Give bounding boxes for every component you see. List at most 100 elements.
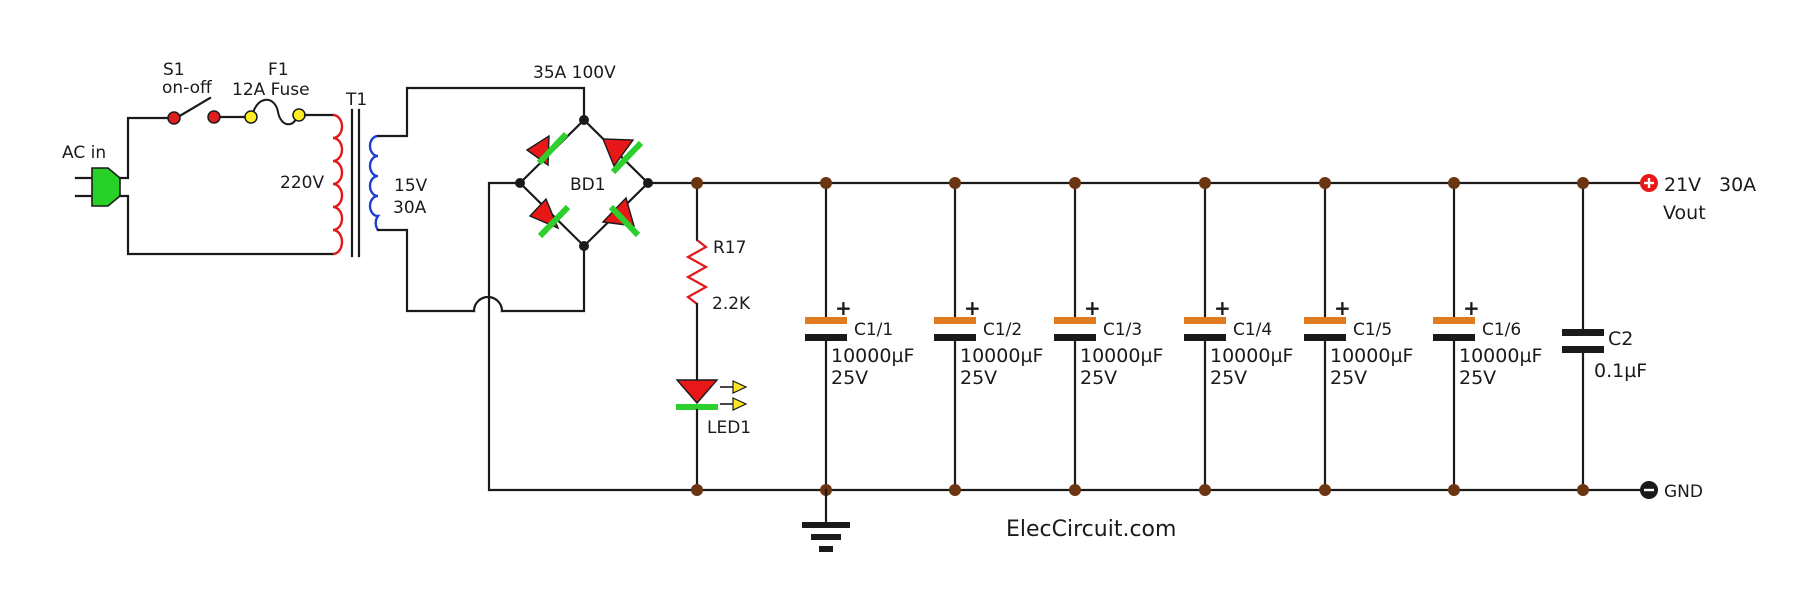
wire-ac-top bbox=[118, 116, 174, 180]
capacitor-name-label: C1/4 bbox=[1233, 320, 1272, 340]
capacitor-c1-3: + C1/3 10000µF 25V bbox=[1054, 181, 1163, 492]
bridge-name-label: BD1 bbox=[570, 175, 606, 195]
capacitor-plate bbox=[1304, 334, 1346, 341]
junction-dot bbox=[579, 115, 589, 125]
junction-dot bbox=[1069, 177, 1081, 189]
polarity-plus-icon: + bbox=[1463, 296, 1480, 320]
junction-dot bbox=[1577, 484, 1589, 496]
capacitor-voltage-label: 25V bbox=[1080, 367, 1117, 389]
capacitor-value-label: 10000µF bbox=[1330, 345, 1413, 367]
capacitor-voltage-label: 25V bbox=[1459, 367, 1496, 389]
capacitor-plate bbox=[805, 334, 847, 341]
polarity-plus-icon: + bbox=[1084, 296, 1101, 320]
led-icon bbox=[675, 379, 719, 410]
junction-dot bbox=[820, 177, 832, 189]
ac-plug-icon bbox=[74, 167, 121, 207]
capacitor-value-label: 10000µF bbox=[1080, 345, 1163, 367]
output-voltage-label: 21V bbox=[1664, 174, 1701, 196]
led-indicator-branch: R17 2.2K LED1 bbox=[675, 181, 751, 492]
transformer-name-label: T1 bbox=[345, 90, 367, 110]
capacitor-c2-value-label: 0.1µF bbox=[1594, 360, 1647, 382]
junction-dot bbox=[1448, 484, 1460, 496]
capacitor-voltage-label: 25V bbox=[960, 367, 997, 389]
capacitor-name-label: C1/3 bbox=[1103, 320, 1142, 340]
switch-contact-icon bbox=[207, 110, 221, 124]
fuse-contact-icon bbox=[244, 110, 258, 124]
output-current-label: 30A bbox=[1719, 174, 1756, 196]
capacitor-voltage-label: 25V bbox=[1330, 367, 1367, 389]
switch-contact-icon bbox=[167, 111, 181, 125]
ac-input: AC in bbox=[62, 116, 335, 256]
capacitor-name-label: C1/5 bbox=[1353, 320, 1392, 340]
capacitor-plate bbox=[1054, 334, 1096, 341]
capacitor-plate bbox=[934, 317, 976, 324]
capacitor-c1-1: + C1/1 10000µF 25V bbox=[805, 181, 914, 492]
capacitor-value-label: 10000µF bbox=[1210, 345, 1293, 367]
capacitor-name-label: C1/6 bbox=[1482, 320, 1521, 340]
capacitor-name-label: C1/1 bbox=[854, 320, 893, 340]
polarity-plus-icon: + bbox=[964, 296, 981, 320]
secondary-coil-icon bbox=[368, 134, 381, 231]
diode-icon bbox=[601, 196, 641, 238]
output-positive-terminal: 21V 30A Vout bbox=[1640, 174, 1756, 224]
ground-rail bbox=[487, 181, 1649, 492]
junction-dot bbox=[949, 177, 961, 189]
fuse-element-icon bbox=[251, 98, 299, 126]
capacitor-c1-5: + C1/5 10000µF 25V bbox=[1304, 181, 1413, 492]
resistor-value-label: 2.2K bbox=[712, 294, 751, 314]
polarity-plus-icon: + bbox=[835, 296, 852, 320]
diode-icon bbox=[601, 138, 644, 175]
capacitor-voltage-label: 25V bbox=[831, 367, 868, 389]
capacitor-plate bbox=[1304, 317, 1346, 324]
capacitor-c1-2: + C1/2 10000µF 25V bbox=[934, 181, 1043, 492]
site-watermark: ElecCircuit.com bbox=[1006, 517, 1176, 542]
transformer-t1: T1 220V 15V 30A bbox=[280, 86, 586, 313]
resistor-name-label: R17 bbox=[713, 238, 746, 258]
wire-ac-bottom bbox=[118, 194, 335, 256]
secondary-current-label: 30A bbox=[393, 198, 427, 218]
polarity-plus-icon: + bbox=[1334, 296, 1351, 320]
capacitor-c2-name-label: C2 bbox=[1608, 328, 1633, 350]
junction-dot bbox=[1319, 484, 1331, 496]
wire-secondary-bottom bbox=[376, 228, 476, 313]
capacitor-value-label: 10000µF bbox=[1459, 345, 1542, 367]
junction-dot bbox=[1577, 177, 1589, 189]
fuse-contact-icon bbox=[292, 108, 306, 122]
diode-icon bbox=[525, 131, 569, 167]
junction-dot bbox=[949, 484, 961, 496]
junction-dot bbox=[1069, 484, 1081, 496]
rail-junctions bbox=[691, 177, 1589, 496]
junction-dot bbox=[691, 484, 703, 496]
fuse-name-label: F1 bbox=[268, 60, 289, 80]
capacitor-c1-6: + C1/6 10000µF 25V bbox=[1433, 181, 1542, 492]
bridge-rectifier-bd1: 35A 100V BD1 bbox=[515, 63, 653, 251]
output-vout-label: Vout bbox=[1663, 202, 1706, 224]
junction-dot bbox=[1199, 177, 1211, 189]
resistor-r17-icon bbox=[685, 239, 709, 305]
primary-coil-icon bbox=[332, 113, 344, 256]
capacitor-c1-4: + C1/4 10000µF 25V bbox=[1184, 181, 1293, 492]
junction-dot bbox=[579, 241, 589, 251]
junction-dot bbox=[691, 177, 703, 189]
secondary-voltage-label: 15V bbox=[394, 176, 428, 196]
fuse-desc-label: 12A Fuse bbox=[232, 80, 310, 100]
switch-s1: S1 on-off bbox=[162, 60, 252, 125]
switch-lever bbox=[176, 96, 212, 119]
wire-secondary-top bbox=[376, 86, 586, 138]
capacitor-plate bbox=[805, 317, 847, 324]
capacitor-c2: C2 0.1µF bbox=[1562, 181, 1647, 492]
junction-dot bbox=[1319, 177, 1331, 189]
switch-name-label: S1 bbox=[163, 60, 185, 80]
capacitor-name-label: C1/2 bbox=[983, 320, 1022, 340]
output-ground-terminal: GND bbox=[1640, 481, 1703, 502]
capacitor-value-label: 10000µF bbox=[960, 345, 1043, 367]
ac-in-label: AC in bbox=[62, 143, 106, 163]
capacitor-plate bbox=[1184, 317, 1226, 324]
capacitor-voltage-label: 25V bbox=[1210, 367, 1247, 389]
led-name-label: LED1 bbox=[707, 418, 751, 438]
bridge-rating-label: 35A 100V bbox=[533, 63, 616, 83]
junction-dot bbox=[1199, 484, 1211, 496]
led-light-arrow-icon bbox=[720, 380, 748, 411]
capacitor-plate bbox=[1054, 317, 1096, 324]
